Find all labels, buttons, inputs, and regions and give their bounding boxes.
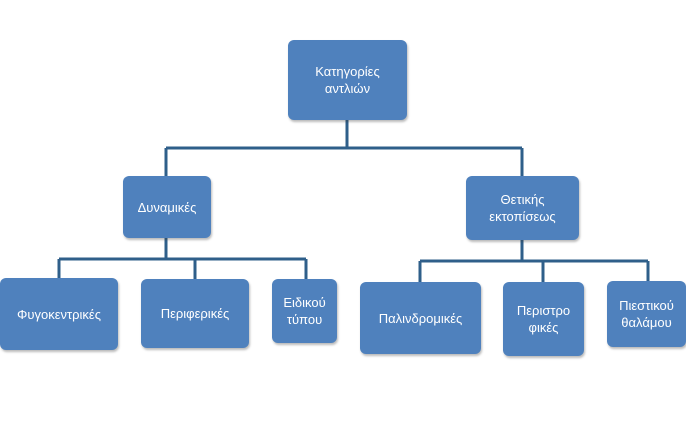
node-positive-displacement: Θετικής εκτοπίσεως (466, 176, 579, 240)
node-label: Δυναμικές (137, 199, 197, 215)
node-centrifugal: Φυγοκεντρικές (0, 278, 118, 350)
node-label: Θετικής εκτοπίσεως (489, 192, 556, 224)
node-label: Φυγοκεντρικές (17, 306, 101, 322)
node-label: Ειδικού τύπου (283, 295, 326, 327)
node-reciprocating: Παλινδρομικές (360, 282, 481, 354)
node-label: Περιφερικές (160, 306, 230, 321)
node-label: Παλινδρομικές (378, 310, 463, 326)
node-label: Κατηγορίες αντλιών (315, 64, 380, 96)
node-special-type: Ειδικού τύπου (272, 279, 337, 343)
node-label: Περιστρο φικές (516, 303, 571, 335)
node-pump-categories: Κατηγορίες αντλιών (288, 40, 407, 120)
node-rotary: Περιστρο φικές (503, 282, 584, 356)
node-label: Πιεστικού θαλάμου (619, 298, 674, 330)
node-peripheral: Περιφερικές (141, 279, 249, 348)
node-pressure-chamber: Πιεστικού θαλάμου (607, 281, 686, 347)
node-dynamic: Δυναμικές (123, 176, 211, 238)
